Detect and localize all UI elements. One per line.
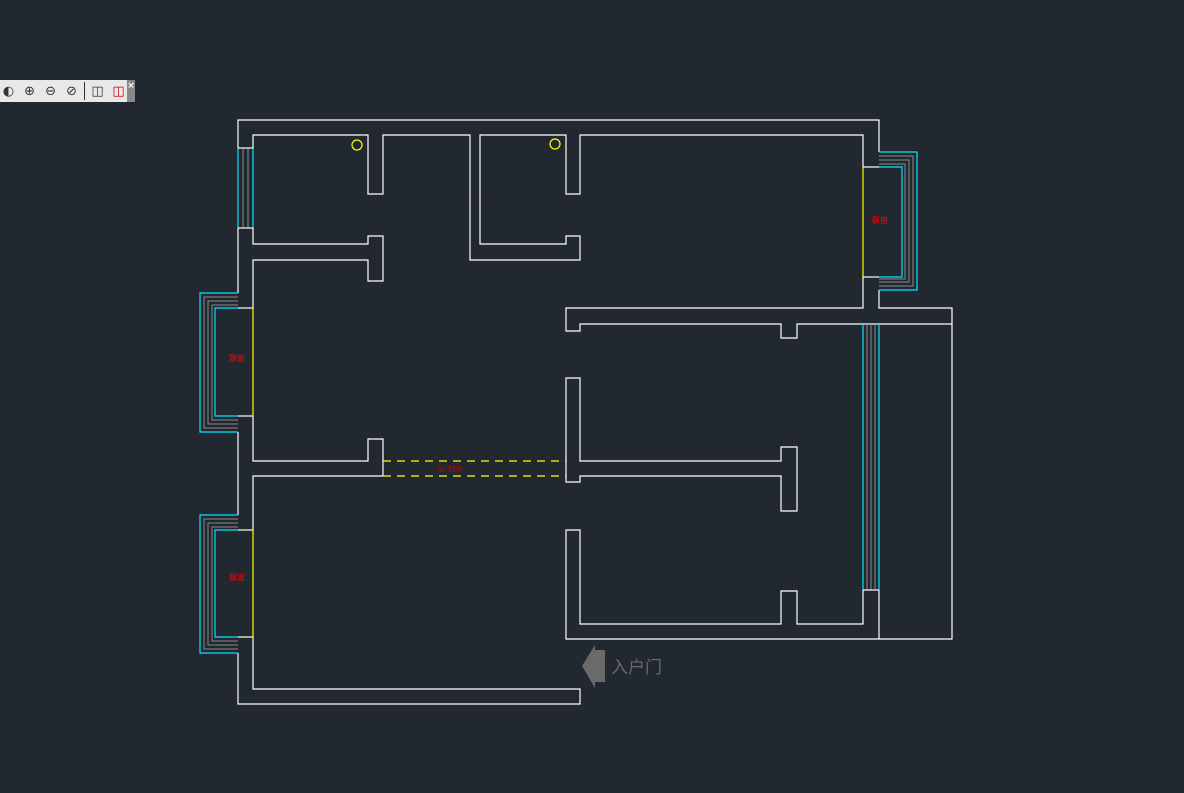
cube-delete-icon[interactable]: ◫ — [112, 83, 125, 99]
bay-window-left-2 — [199, 514, 254, 654]
globe-remove-icon[interactable]: ⊖ — [45, 83, 56, 99]
window-right — [862, 324, 880, 591]
orbit-icon[interactable]: ◐ — [2, 83, 15, 99]
beam — [383, 460, 566, 477]
bay-window-label: 飘窗 — [229, 572, 245, 582]
window-top-left — [237, 147, 254, 229]
entrance-arrow-icon — [582, 645, 605, 688]
entrance-label: 入户门 — [611, 658, 662, 678]
walls — [237, 119, 953, 705]
pipe-marker — [351, 139, 363, 151]
cube-icon[interactable]: ◫ — [91, 83, 104, 99]
globe-slash-icon[interactable]: ⊘ — [66, 83, 77, 99]
beam-label: lx:380 — [438, 465, 463, 474]
globe-add-icon[interactable]: ⊕ — [24, 83, 35, 99]
view-toolbar: ◐ ⊕ ⊖ ⊘ ◫ ◫ — [0, 80, 127, 102]
pipe-marker — [549, 138, 561, 150]
bay-window-label: 飘窗 — [229, 353, 245, 363]
bay-window-left-1 — [199, 292, 254, 433]
bay-window-right — [862, 151, 918, 291]
toolbar-close-button[interactable]: × — [127, 80, 135, 102]
toolbar-separator — [84, 82, 85, 100]
bay-window-label: 飘窗 — [872, 215, 888, 225]
